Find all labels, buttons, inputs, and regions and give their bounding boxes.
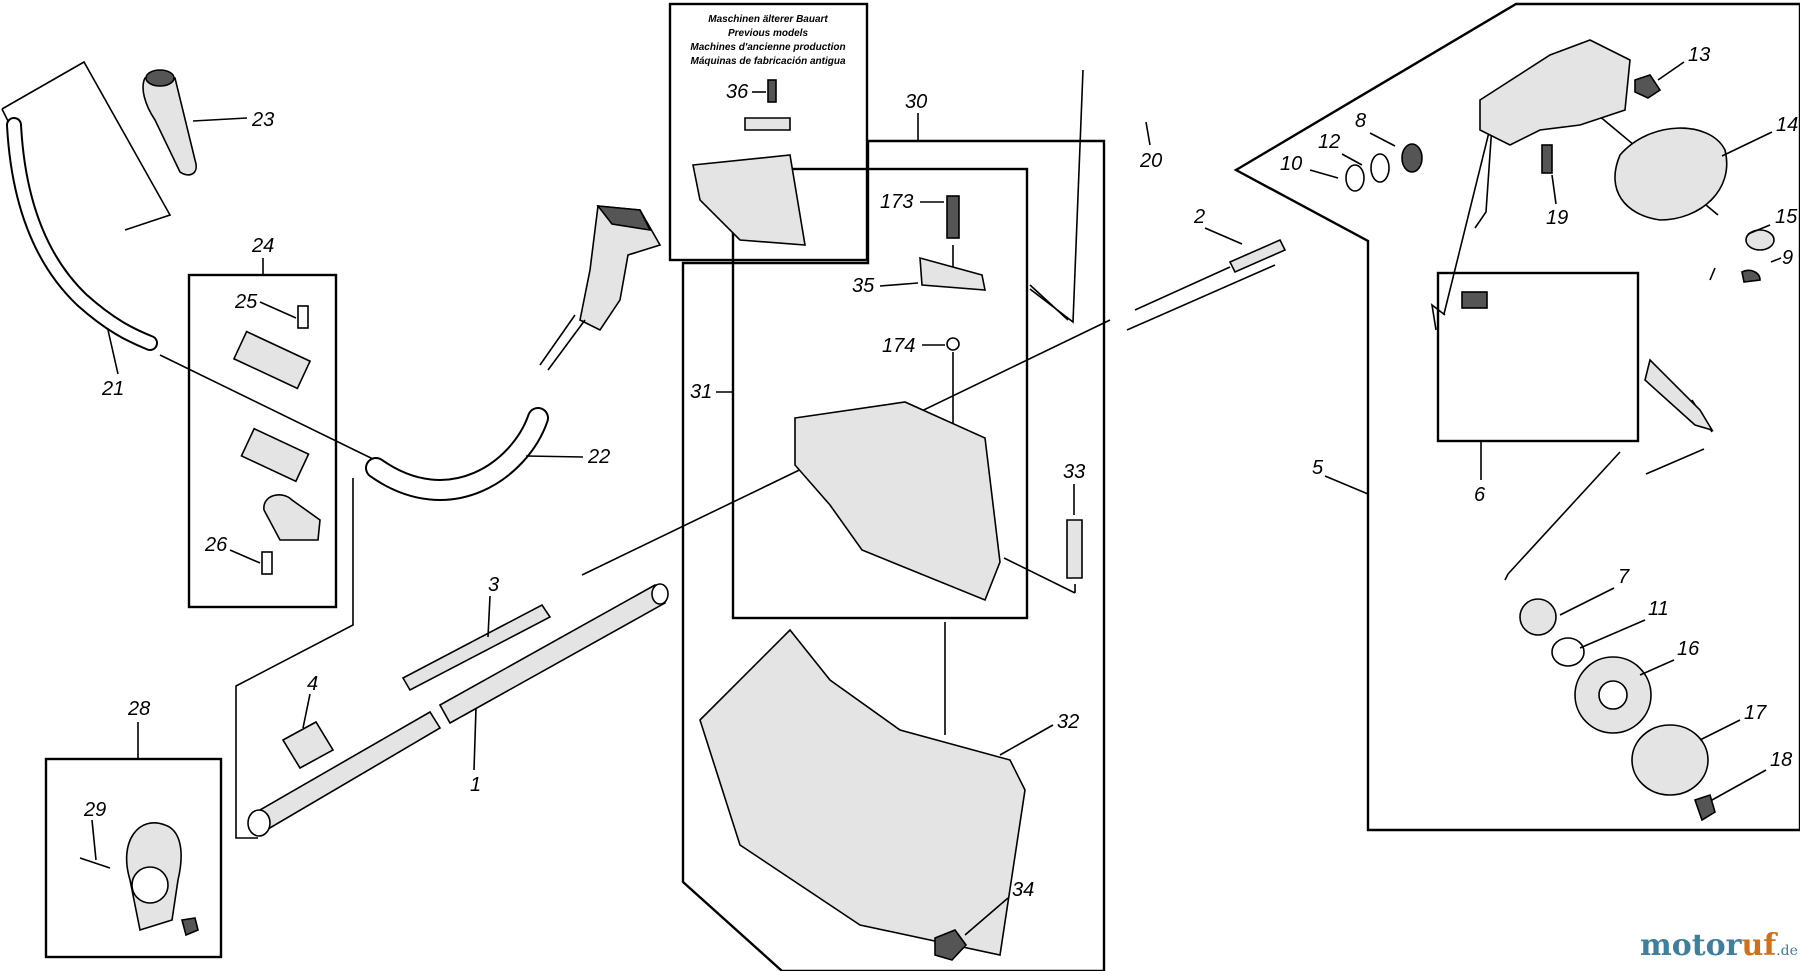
inset-line-4: Máquinas de fabricación antigua: [690, 56, 845, 67]
inset-line-1: Maschinen älterer Bauart: [708, 14, 828, 25]
throttle-handle: [539, 205, 662, 371]
label-6: 6: [1474, 484, 1486, 506]
label-24: 24: [251, 235, 274, 257]
label-36: 36: [726, 81, 749, 103]
box-28: [44, 757, 223, 959]
label-7: 7: [1618, 566, 1630, 588]
label-20: 20: [1139, 150, 1162, 172]
label-28: 28: [127, 698, 150, 720]
label-18: 18: [1770, 749, 1792, 771]
hose-21: [6, 117, 158, 351]
label-13: 13: [1688, 44, 1710, 66]
gearhead-5: [1126, 39, 1775, 822]
shield-32: [699, 628, 1026, 961]
box-30: [681, 139, 1106, 971]
guard-31: [794, 195, 1083, 602]
label-33: 33: [1063, 461, 1085, 483]
label-12: 12: [1318, 131, 1340, 153]
label-173: 173: [880, 191, 913, 213]
label-25: 25: [234, 291, 258, 313]
part-labels: 1 2 3 4 5 6 7 8 9 10 11 12 13 14 15 16 1…: [83, 44, 1798, 936]
clamp-parts-24: [232, 305, 321, 575]
label-15: 15: [1775, 206, 1798, 228]
inset-box: [668, 2, 869, 262]
group-frames: [44, 2, 1800, 971]
inset-line-3: Machines d'ancienne production: [690, 42, 845, 53]
label-19: 19: [1546, 207, 1568, 229]
label-16: 16: [1677, 638, 1700, 660]
clamp-28: [79, 822, 199, 937]
inset-parts: [692, 79, 806, 246]
label-23: 23: [251, 109, 274, 131]
label-14: 14: [1776, 114, 1798, 136]
label-8: 8: [1355, 110, 1366, 132]
label-17: 17: [1744, 702, 1767, 724]
label-31: 31: [690, 381, 712, 403]
box-5: [1233, 2, 1800, 832]
hose-22: [365, 407, 549, 501]
label-4: 4: [307, 673, 318, 695]
label-10: 10: [1280, 153, 1302, 175]
box-31: [731, 167, 1029, 620]
label-26: 26: [204, 534, 228, 556]
svg-text:motoruf.de: motoruf.de: [1640, 928, 1798, 963]
box-6: [1436, 271, 1640, 443]
label-30: 30: [905, 91, 927, 113]
label-2: 2: [1193, 206, 1205, 228]
inset-caption: Maschinen älterer Bauart Previous models…: [690, 14, 846, 67]
shaft-1: [247, 583, 669, 837]
label-29: 29: [83, 799, 106, 821]
grip-23: [142, 69, 197, 176]
label-32: 32: [1057, 711, 1079, 733]
label-35: 35: [852, 275, 875, 297]
label-22: 22: [587, 446, 610, 468]
inset-line-2: Previous models: [728, 28, 808, 39]
label-11: 11: [1648, 598, 1669, 620]
label-5: 5: [1312, 457, 1324, 479]
site-logo: motoruf.de: [1640, 928, 1798, 963]
label-9: 9: [1782, 247, 1793, 269]
label-174: 174: [882, 335, 915, 357]
label-34: 34: [1012, 879, 1034, 901]
label-3: 3: [488, 574, 499, 596]
label-1: 1: [470, 774, 481, 796]
label-21: 21: [101, 378, 124, 400]
